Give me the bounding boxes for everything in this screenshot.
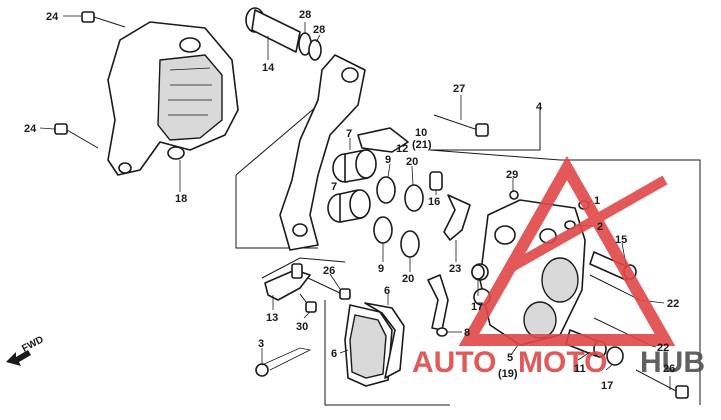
callout-26b: 26 — [663, 363, 675, 375]
bolt-30 — [299, 293, 317, 313]
callout-6a: 6 — [331, 348, 337, 360]
slide-pin-22 — [589, 274, 641, 301]
watermark-auto: AUTO — [412, 346, 496, 379]
callout-22b: 22 — [657, 342, 669, 354]
callout-28b: 28 — [313, 24, 325, 36]
callout-11: 11 — [574, 363, 586, 375]
callout-10: 10 — [415, 127, 427, 139]
pad-retainer-23 — [443, 194, 471, 241]
bolt-26-right — [635, 369, 689, 399]
fwd-label: FWD — [20, 334, 45, 354]
callout-7b: 7 — [331, 181, 337, 193]
piston-lower — [327, 189, 371, 223]
pin-clip-3 — [255, 347, 312, 377]
callout-9a: 9 — [385, 154, 391, 166]
callout-17b: 17 — [601, 380, 613, 392]
watermark-triangle — [458, 155, 676, 346]
callout-21: (21) — [412, 139, 432, 151]
piston-upper — [332, 149, 377, 183]
callout-22a: 22 — [667, 298, 679, 310]
callout-7a: 7 — [346, 128, 352, 140]
callout-16: 16 — [428, 196, 440, 208]
callout-23: 23 — [449, 263, 461, 275]
callout-24a: 24 — [46, 11, 59, 23]
callout-4: 4 — [536, 101, 543, 113]
pad-spring-12 — [357, 127, 409, 153]
callout-2: 2 — [597, 221, 603, 233]
watermark-slash — [507, 175, 668, 273]
caliper-bracket-assembly — [107, 21, 239, 176]
callout-5: 5 — [507, 352, 513, 364]
mounting-bracket — [279, 54, 366, 251]
watermark-moto: MOTO — [518, 346, 607, 379]
callout-24b: 24 — [24, 123, 37, 135]
callout-9b: 9 — [378, 263, 384, 275]
assembly-outline — [235, 80, 701, 406]
boot-17-upper — [471, 264, 485, 280]
pad-shim-13 — [264, 263, 311, 301]
pad-pin-8 — [427, 274, 449, 337]
callout-15: 15 — [615, 234, 627, 246]
callout-17a: 17 — [471, 301, 483, 313]
piston-seals — [373, 176, 424, 258]
callout-19: (19) — [498, 368, 518, 380]
watermark-hub: HUB — [640, 346, 705, 379]
bolt-24-upper — [81, 11, 126, 28]
boot-17-lower — [606, 346, 624, 366]
callout-12: 12 — [396, 143, 408, 155]
callout-20b: 20 — [402, 273, 414, 285]
callout-13: 13 — [266, 312, 278, 324]
fwd-arrow: FWD — [6, 334, 46, 366]
bolt-24-lower — [54, 123, 99, 149]
brake-pad-rear — [364, 302, 405, 379]
callout-8: 8 — [464, 327, 470, 339]
watermark: AUTO MOTO HUB — [412, 155, 705, 379]
callout-26a: 26 — [323, 265, 335, 277]
callout-28a: 28 — [299, 9, 311, 21]
brake-pad-front — [344, 304, 393, 387]
callout-6b: 6 — [384, 285, 390, 297]
callout-3: 3 — [258, 338, 264, 350]
callout-14: 14 — [262, 62, 275, 74]
bleeder-16 — [429, 171, 443, 191]
callout-27: 27 — [453, 83, 465, 95]
leader-lines — [39, 15, 671, 390]
callout-1: 1 — [594, 195, 600, 207]
bolt-27 — [433, 114, 489, 137]
callout-29: 29 — [506, 169, 518, 181]
callout-18: 18 — [175, 193, 187, 205]
callouts: 24 24 18 28 28 14 27 4 7 7 9 9 20 20 10 … — [24, 9, 679, 392]
callout-30: 30 — [296, 321, 308, 333]
callout-20a: 20 — [406, 156, 418, 168]
bolt-26-left — [307, 277, 351, 300]
